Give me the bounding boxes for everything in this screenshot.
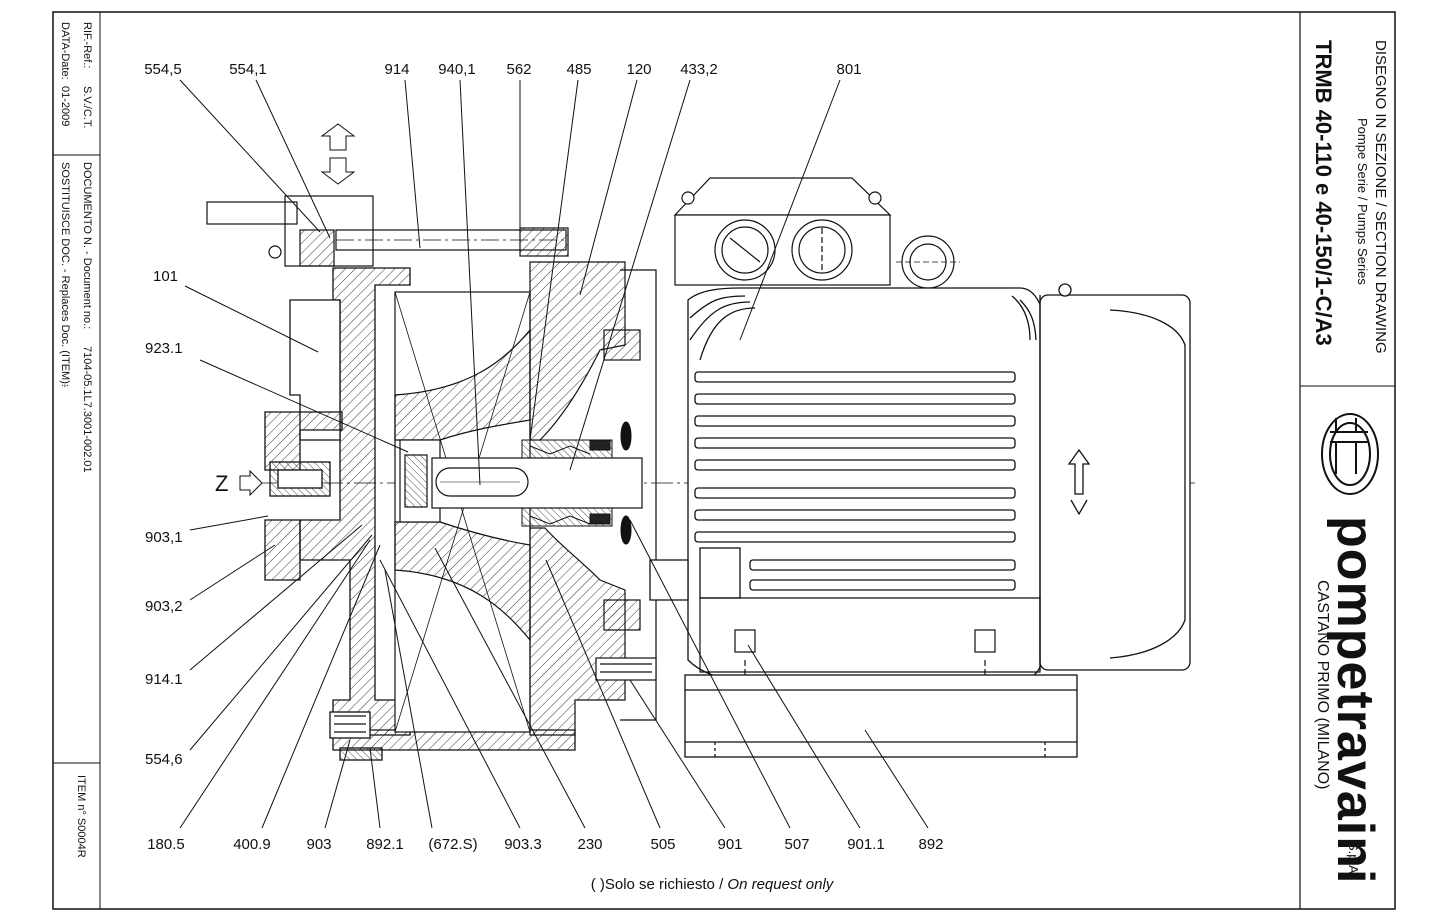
company-city: CASTANO PRIMO (MILANO) (1314, 580, 1331, 790)
callout-940-1: 940,1 (438, 61, 476, 78)
impeller (394, 291, 531, 733)
callout-554-6: 554,6 (145, 751, 183, 768)
document-number-value: 7104-05.1L7.3001-002.01 (81, 346, 93, 473)
callout-485: 485 (566, 61, 591, 78)
footnote-plain: ( )Solo se richiesto / (591, 876, 728, 893)
left-callouts: 101 923.1 903,1 903,2 914.1 554,6 (145, 268, 183, 768)
view-z-label: Z (215, 471, 228, 496)
motor-lantern (529, 261, 657, 736)
top-callouts: 554,5 554,1 914 940,1 562 485 120 433,2 … (144, 61, 861, 78)
item-number: ITEM n° S0004R (75, 775, 87, 858)
pump-section-drawing: Z (144, 61, 1195, 893)
callout-101: 101 (153, 268, 178, 285)
company-logo (1321, 413, 1379, 495)
callout-901-1: 901.1 (847, 836, 885, 853)
callout-914: 914 (384, 61, 409, 78)
series-subtitle: Pompe Serie / Pumps Series (1355, 118, 1370, 285)
date-label: DATA-Date: (59, 22, 71, 80)
company-brand: pompetravaini (1326, 516, 1384, 884)
callout-505: 505 (650, 836, 675, 853)
callout-433-2: 433,2 (680, 61, 718, 78)
callout-903-3: 903.3 (504, 836, 542, 853)
callout-901: 901 (717, 836, 742, 853)
callout-892-1: 892.1 (366, 836, 404, 853)
electric-motor (649, 283, 1191, 681)
company-suffix: S.p.A. (1346, 842, 1361, 877)
date-value: 01-2009 (59, 86, 71, 126)
callout-400-9: 400.9 (233, 836, 271, 853)
pump-casing (264, 267, 576, 761)
inlet-flange (206, 195, 569, 267)
pump-shaft (431, 457, 643, 509)
callout-903-2: 903,2 (145, 598, 183, 615)
terminal-box (673, 177, 960, 289)
callout-801: 801 (836, 61, 861, 78)
footnote: ( )Solo se richiesto / On request only (591, 876, 835, 893)
callout-562: 562 (506, 61, 531, 78)
flow-direction-arrows (320, 123, 356, 185)
bottom-callouts: 180.5 400.9 903 892.1 (672.S) 903.3 230 … (147, 836, 943, 853)
callout-554-1: 554,1 (229, 61, 267, 78)
replaces-doc-label: SOSTITUISCE DOC. - Replaces Doc. (ITEM): (59, 162, 71, 387)
ref-label: RIF.-Ref.: (81, 22, 93, 68)
callout-903-1: 903,1 (145, 529, 183, 546)
callout-914-1: 914.1 (145, 671, 183, 688)
mechanical-seal (521, 421, 632, 545)
callout-903: 903 (306, 836, 331, 853)
callout-180-5: 180.5 (147, 836, 185, 853)
base-plate (684, 674, 1078, 758)
callout-230: 230 (577, 836, 602, 853)
callout-892: 892 (918, 836, 943, 853)
title-block: DISEGNO IN SEZIONE / SECTION DRAWING Pom… (1311, 40, 1389, 884)
pump-model: TRMB 40-110 e 40-150/1-C/A3 (1311, 40, 1336, 346)
callout-923-1: 923.1 (145, 340, 183, 357)
ref-value: S.V./C.T. (81, 86, 93, 128)
view-z-marker: Z (215, 469, 263, 497)
callout-672-s: (672.S) (428, 836, 477, 853)
replaces-doc-value: - (59, 384, 71, 388)
leader-lines (179, 79, 929, 829)
callout-120: 120 (626, 61, 651, 78)
drawing-type-title: DISEGNO IN SEZIONE / SECTION DRAWING (1372, 40, 1389, 354)
left-info-strip: RIF.-Ref.: S.V./C.T. DATA-Date: 01-2009 … (59, 22, 93, 858)
drawing-frame (52, 11, 1396, 910)
callout-507: 507 (784, 836, 809, 853)
footnote-italic: On request only (727, 876, 834, 893)
callout-554-5: 554,5 (144, 61, 182, 78)
document-number-label: DOCUMENTO N. - Document no.: (81, 162, 93, 329)
